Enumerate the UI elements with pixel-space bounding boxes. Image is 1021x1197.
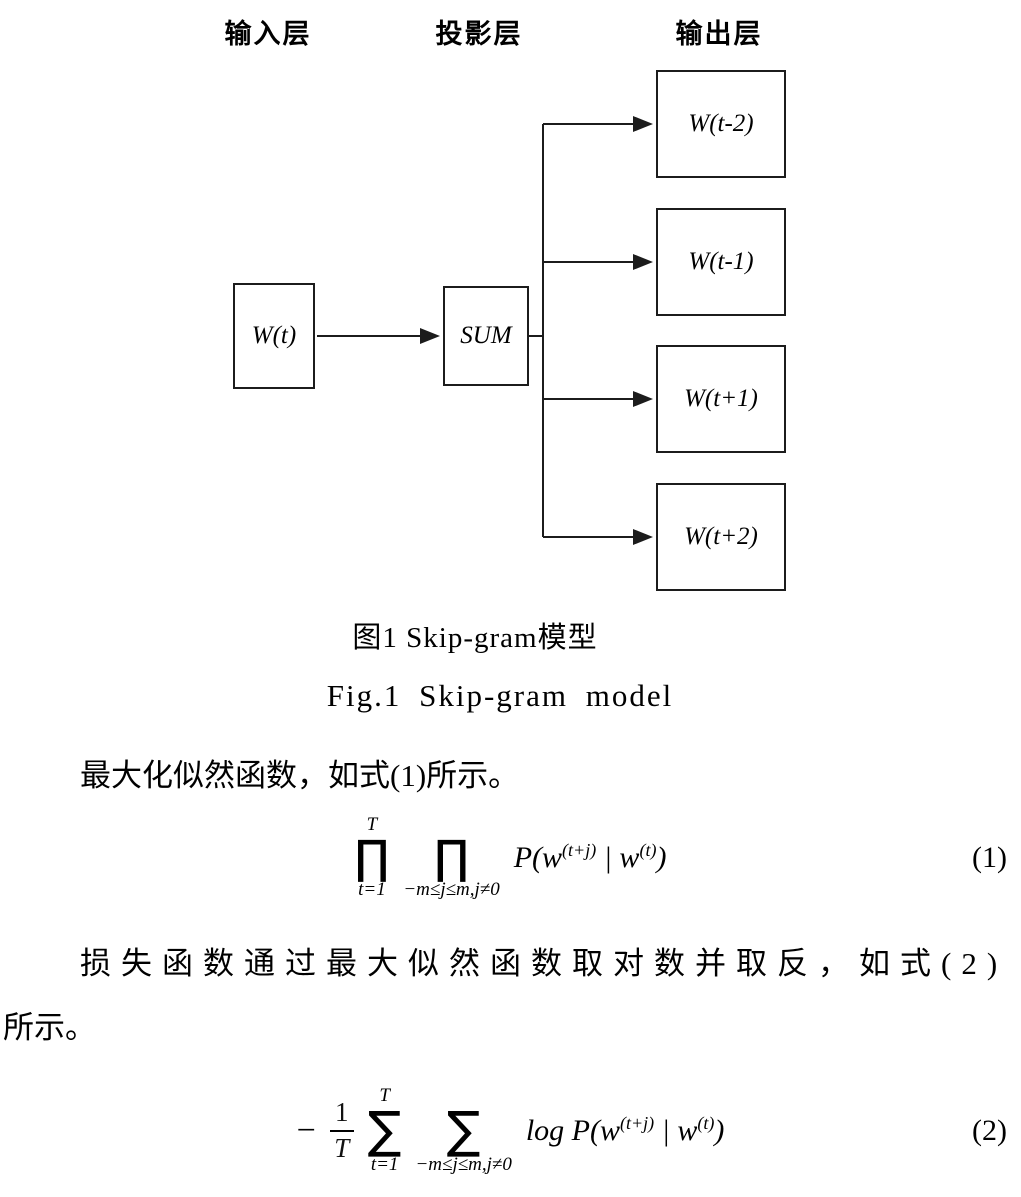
sum-node-label: SUM — [460, 322, 512, 349]
eq2-sum-1-lower-limit: t=1 — [370, 1154, 399, 1176]
eq1-superscript-2: (t) — [639, 840, 657, 860]
equation-2: − 1 T T ∑ t=1 ∑ −m≤j≤m,j≠0 log P(w(t+j) … — [0, 1068, 1021, 1193]
eq2-fraction: 1 T — [329, 1096, 354, 1163]
output-node-label-4: W(t+2) — [684, 523, 758, 550]
eq2-expr-mid: | w — [654, 1114, 698, 1147]
eq2-sum-1-upper-limit: T — [379, 1084, 390, 1106]
output-node-box-1: W(t-2) — [656, 70, 786, 178]
equation-2-body: − 1 T T ∑ t=1 ∑ −m≤j≤m,j≠0 log P(w(t+j) … — [297, 1085, 725, 1176]
eq2-expr-close: ) — [714, 1114, 725, 1147]
equation-2-number: (2) — [972, 1113, 1007, 1147]
equation-1-body: T ∏ t=1 ∏ −m≤j≤m,j≠0 P(w(t+j) | w(t)) — [355, 814, 667, 902]
paragraph-2-line-2: 所示。 — [3, 1010, 96, 1045]
minus-sign: − — [296, 1111, 316, 1149]
eq1-product-1-lower-limit: t=1 — [358, 879, 386, 901]
figure-caption-en: Fig.1 Skip-gram model — [326, 678, 674, 713]
eq2-expression: log P(w(t+j) | w(t)) — [526, 1113, 725, 1148]
eq2-sum-2: ∑ −m≤j≤m,j≠0 — [415, 1085, 511, 1176]
figure-caption-zh: 图1 Skip-gram模型 — [352, 622, 598, 654]
eq2-superscript-2: (t) — [697, 1113, 715, 1133]
output-node-box-3: W(t+1) — [656, 345, 786, 453]
equation-1-number: (1) — [972, 840, 1007, 874]
eq1-expr-head: P(w — [513, 841, 563, 874]
eq1-superscript-1: (t+j) — [562, 840, 597, 860]
eq1-product-1: T ∏ t=1 — [355, 814, 390, 901]
paragraph-2-line-1: 损失函数通过最大似然函数取对数并取反，如式(2) — [80, 946, 1008, 981]
paragraph-1: 最大化似然函数，如式(1)所示。 — [80, 758, 520, 793]
product-operator-icon: ∏ — [354, 829, 390, 884]
sum-operator-icon: ∑ — [446, 1100, 481, 1159]
input-node-label: W(t) — [251, 322, 297, 349]
diagram-header-output-layer: 输出层 — [675, 19, 763, 49]
eq2-sum-2-lower-limit: −m≤j≤m,j≠0 — [415, 1154, 512, 1176]
diagram-header-input-layer: 输入层 — [224, 19, 312, 49]
equation-1: T ∏ t=1 ∏ −m≤j≤m,j≠0 P(w(t+j) | w(t)) (1… — [0, 800, 1021, 915]
eq2-fraction-numerator: 1 — [335, 1096, 349, 1127]
eq1-product-2-lower-limit: −m≤j≤m,j≠0 — [403, 879, 500, 901]
output-node-box-2: W(t-1) — [656, 208, 786, 316]
output-node-label-2: W(t-1) — [688, 248, 754, 275]
eq2-superscript-1: (t+j) — [620, 1113, 655, 1133]
diagram-connector-arrows — [317, 116, 653, 545]
eq1-expr-close: ) — [656, 841, 667, 874]
output-node-box-4: W(t+2) — [656, 483, 786, 591]
eq1-product-2: ∏ −m≤j≤m,j≠0 — [403, 814, 499, 902]
eq2-sum-1: T ∑ t=1 — [368, 1085, 402, 1176]
diagram-header-projection-layer: 投影层 — [435, 19, 523, 49]
eq1-expression: P(w(t+j) | w(t)) — [514, 840, 667, 875]
output-node-label-3: W(t+1) — [684, 385, 758, 412]
eq1-expr-mid: | w — [596, 841, 640, 874]
output-node-label-1: W(t-2) — [688, 110, 754, 137]
sum-operator-icon: ∑ — [367, 1100, 402, 1159]
fraction-bar — [329, 1129, 354, 1132]
eq1-product-1-upper-limit: T — [366, 813, 378, 835]
product-operator-icon: ∏ — [434, 829, 469, 884]
input-node-box: W(t) — [233, 283, 315, 389]
eq2-expr-head: log P(w — [525, 1114, 620, 1147]
eq2-fraction-denominator: T — [334, 1132, 350, 1163]
sum-node-box: SUM — [443, 286, 529, 386]
